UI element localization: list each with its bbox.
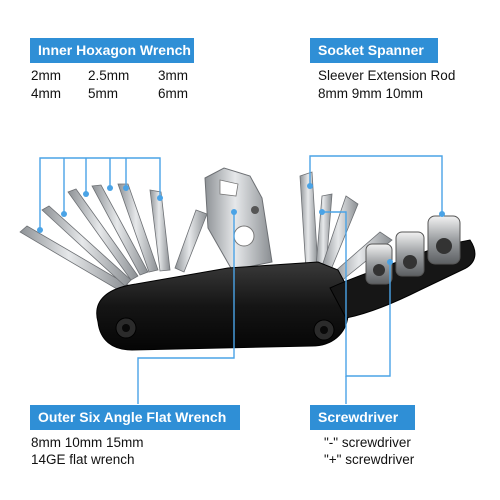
inner-hex-wrench-label: Inner Hoxagon Wrench: [30, 38, 194, 63]
hex-size-5mm: 5mm: [88, 86, 118, 101]
socket-spanner-line1: Sleever Extension Rod: [318, 68, 456, 83]
outer-flat-wrench-line2: 14GE flat wrench: [31, 452, 135, 467]
screwdriver-label: Screwdriver: [310, 405, 415, 430]
socket-spanner-label: Socket Spanner: [310, 38, 438, 63]
hex-size-2mm: 2mm: [31, 68, 61, 83]
hex-size-4mm: 4mm: [31, 86, 61, 101]
sockets: [365, 215, 461, 285]
rivets: [115, 317, 335, 341]
screwdriver-line2: "+" screwdriver: [324, 452, 415, 467]
hex-size-3mm: 3mm: [158, 68, 188, 83]
outer-flat-wrench-label: Outer Six Angle Flat Wrench: [30, 405, 240, 430]
socket-spanner-line2: 8mm 9mm 10mm: [318, 86, 424, 101]
hex-size-2-5mm: 2.5mm: [88, 68, 130, 83]
flat-wrench: [204, 167, 273, 271]
leader-dots: [37, 183, 445, 265]
hex-size-6mm: 6mm: [158, 86, 188, 101]
hex-keys: [19, 183, 208, 293]
leader-lines: [39, 155, 443, 404]
outer-flat-wrench-line1: 8mm 10mm 15mm: [31, 435, 144, 450]
screwdriver-line1: "-" screwdriver: [324, 435, 411, 450]
